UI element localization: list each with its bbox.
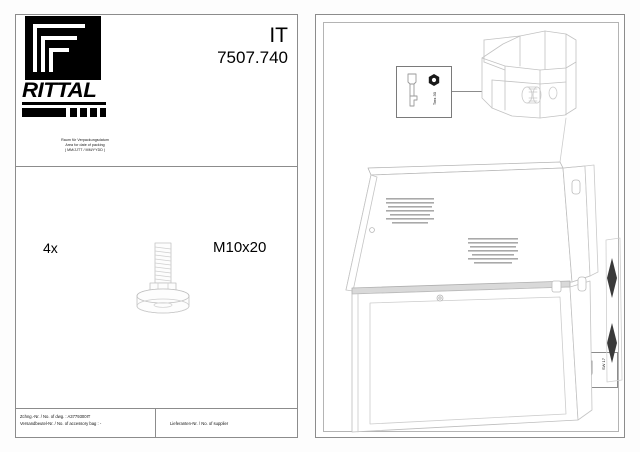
drawing-number-field: Zchng.-Nr. / No. of dwg. : A3779300IT	[20, 414, 90, 420]
part-size-label: M10x20	[213, 239, 267, 256]
torx-size-label: Torx 30	[432, 92, 437, 106]
accessory-bag-value: -	[99, 421, 102, 426]
title-block-divider	[155, 408, 156, 438]
supplier-number-field: Lieferanten-Nr. / No. of supplier	[170, 421, 228, 427]
packing-note-line1: Raum für Verpackungsdatum	[61, 138, 109, 142]
drawing-number-value: A3779300IT	[67, 414, 91, 419]
wrench-size-label: SW 17	[601, 358, 606, 371]
packing-note-line2: Area for date of packing	[65, 143, 105, 148]
parts-box	[15, 166, 298, 408]
page-title: IT	[269, 24, 288, 47]
packing-note-line3: ( MM/JJTT / MM/YYDD )	[64, 148, 106, 153]
left-panel	[15, 14, 298, 438]
packing-date-note: Raum für Verpackungsdatum Area for date …	[20, 138, 150, 154]
title-block	[15, 408, 298, 438]
accessory-bag-label: Versandbeutel-Nr. / No. of accessory bag…	[20, 421, 99, 426]
torx-callout-box	[396, 66, 452, 118]
wrench-callout-box	[568, 352, 618, 388]
logo-mark-icon	[25, 16, 101, 80]
part-quantity-label: 4x	[43, 240, 58, 256]
logo-bars	[22, 108, 106, 117]
supplier-number-label: Lieferanten-Nr. / No. of supplier	[170, 421, 229, 426]
logo-wordmark: RITTAL	[22, 79, 97, 102]
logo-underline	[22, 102, 106, 105]
part-number: 7507.740	[217, 48, 288, 67]
torx-leader-line	[452, 91, 490, 92]
accessory-bag-field: Versandbeutel-Nr. / No. of accessory bag…	[20, 421, 101, 427]
rittal-logo: RITTAL	[17, 16, 117, 124]
drawing-number-label: Zchng.-Nr. / No. of dwg. :	[20, 414, 67, 419]
